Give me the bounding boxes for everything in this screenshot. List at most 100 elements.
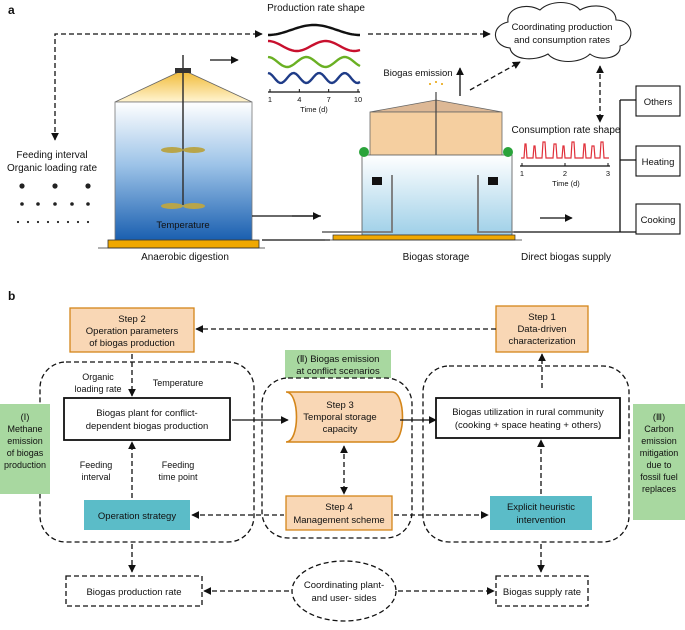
consumption-tick-label: 2 [563,169,567,178]
panel-a-label: a [8,3,15,17]
step1-line2: characterization [508,336,575,347]
step3-storage-shape [285,391,404,443]
group-production [39,361,255,543]
arrow-emission-to-cloud [469,61,521,91]
production-rate-shape-title: Production rate shape [267,3,365,14]
step4-title: Step 4 [325,502,352,513]
consumption-ticks: 1 2 3 [520,163,610,178]
explicit-intervention-box [490,496,592,530]
group-utilization [422,365,630,543]
emission-conflict-box [285,350,391,378]
biogas-emission-label: Biogas emission [383,68,452,79]
production-ticks: 1 4 7 10 [268,89,362,104]
panel-b-label: b [8,289,15,303]
step3-line1: Temporal storage [303,412,376,423]
feeding-time-line2: time point [158,472,198,482]
utilization-line1: Biogas utilization in rural community [452,407,604,418]
cloud-text-line1: Coordinating production [512,22,613,33]
biogas-plant-line1: Biogas plant for conflict- [96,408,197,419]
emission-conflict-line2: at conflict scenarios [296,366,380,377]
feeding-dots [16,183,91,224]
consumption-curve [521,141,609,159]
utilization-line2: (cooking + space heating + others) [455,420,601,431]
production-tick-label: 1 [268,95,272,104]
feeding-interval-line2: interval [81,472,110,482]
methane-line2: Methane [7,424,42,434]
coordinating-line2: and user- sides [312,593,377,604]
step2-title: Step 2 [118,314,145,325]
production-tick-label: 7 [327,95,331,104]
carbon-line1: (Ⅲ) [653,412,665,422]
consumption-axis-label: Time (d) [552,179,580,188]
consumption-tick-label: 1 [520,169,524,178]
production-tick-label: 4 [297,95,301,104]
methane-line3: emission [7,436,43,446]
methane-line4: of biogas [7,448,44,458]
operation-strategy-label: Operation strategy [98,511,176,522]
utilization-box [435,397,621,439]
cooking-label: Cooking [641,215,676,226]
carbon-line5: due to [646,460,671,470]
operation-strategy-box [84,500,190,530]
anaerobic-digestion-label: Anaerobic digestion [141,252,229,263]
gas-dots [429,81,443,85]
consumption-rate-title: Consumption rate shape [512,125,621,136]
consumption-tick-label: 3 [606,169,610,178]
explicit-line2: intervention [516,515,565,526]
feeding-time-line1: Feeding [162,460,195,470]
explicit-line1: Explicit heuristic [507,502,575,513]
production-wave-2 [267,39,361,53]
organic-loading-rate-text: Organic loading rate [7,163,97,174]
production-axis-label: Time (d) [300,105,328,114]
temperature-label-b: Temperature [153,378,204,388]
carbon-line3: emission [641,436,677,446]
carbon-mitigation-box [633,404,685,520]
feeding-interval-line1: Feeding [80,460,113,470]
production-waves [267,23,361,85]
coordination-cloud [494,1,632,63]
group-storage [261,377,413,539]
step2-line1: Operation parameters [86,326,179,337]
heating-label: Heating [642,157,675,168]
production-wave-3 [267,55,361,69]
step2-line2: of biogas production [89,338,175,349]
production-tick-label: 10 [354,95,362,104]
coordinating-line1: Coordinating plant- [304,580,384,591]
methane-line5: production [4,460,46,470]
organic-line2: loading rate [74,384,121,394]
step1-line1: Data-driven [517,324,566,335]
step4-line1: Management scheme [293,515,384,526]
carbon-line4: mitigation [640,448,679,458]
step4-box [285,495,393,531]
digester-tank [98,55,265,249]
others-box [635,85,681,117]
production-rate-label: Biogas production rate [86,587,181,598]
biogas-plant-box [63,397,231,441]
methane-emission-box [0,404,50,494]
others-label: Others [644,97,673,108]
cooking-box [635,203,681,235]
carbon-line7: replaces [642,484,677,494]
methane-line1: (Ⅰ) [21,412,30,422]
temperature-label-a: Temperature [156,220,209,231]
supply-rate-label: Biogas supply rate [503,587,581,598]
direct-supply-label: Direct biogas supply [521,252,611,263]
use-bracket [619,99,636,232]
step3-title: Step 3 [326,400,353,411]
biogas-storage-tank [322,92,522,241]
heating-box [635,145,681,177]
step2-box [69,307,195,353]
feedback-arrow-left [51,30,263,141]
step3-line2: capacity [323,424,358,435]
carbon-line6: fossil fuel [640,472,678,482]
organic-line1: Organic [82,372,114,382]
step1-title: Step 1 [528,312,555,323]
production-rate-box [65,575,203,607]
emission-conflict-line1: (Ⅱ) Biogas emission [297,354,380,365]
biogas-storage-label: Biogas storage [403,252,470,263]
coordinating-ellipse [291,560,397,622]
feeding-interval-text: Feeding interval [16,150,87,161]
production-wave-4 [267,71,361,85]
